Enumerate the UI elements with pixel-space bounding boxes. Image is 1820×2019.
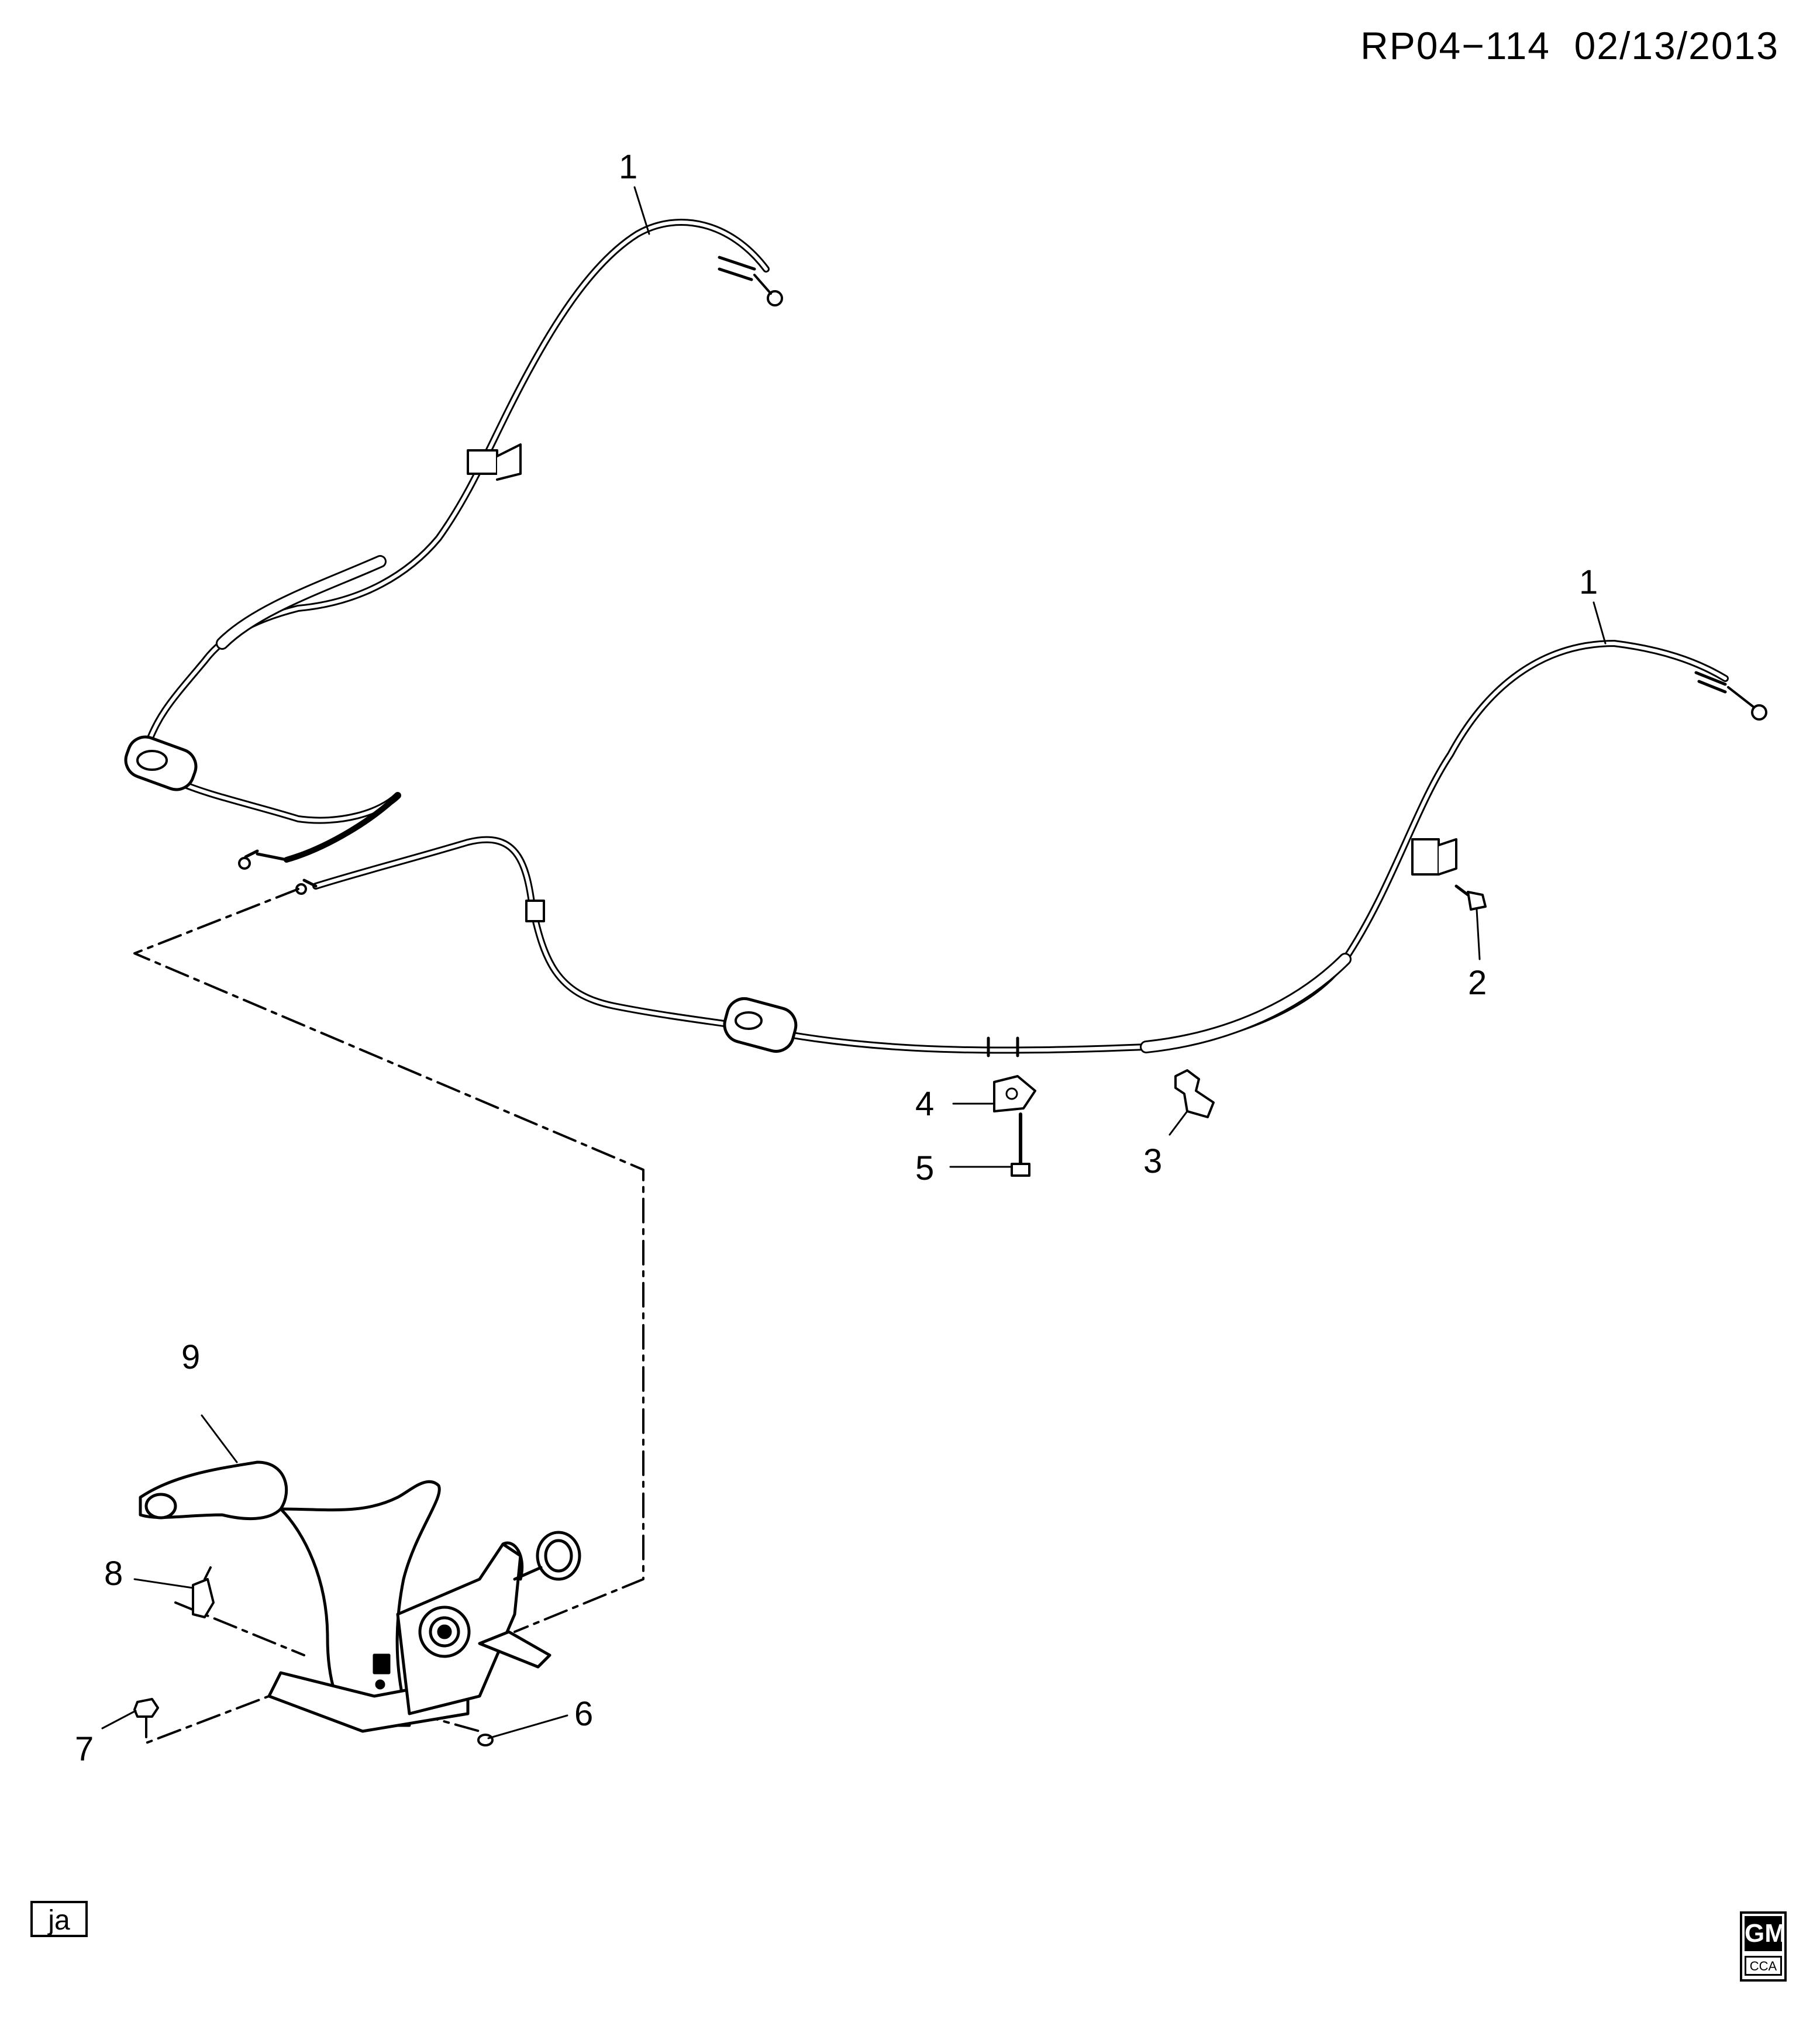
rear-cable-left [124,219,783,870]
clip-part-3 [1174,1069,1215,1118]
gm-logo-sub: CCA [1745,1956,1782,1976]
callout-2: 2 [1468,964,1487,1002]
illustrator-initials-box: ja [30,1901,88,1937]
parking-brake-lever-assembly [139,1460,581,1733]
callout-9: 9 [181,1338,200,1376]
drawing-number: RP04−114 [1360,24,1550,67]
bracket-part-4 [993,1075,1036,1112]
nut-part-7 [133,1698,159,1718]
callout-6: 6 [574,1695,593,1733]
callout-1-left-cable: 1 [619,148,637,186]
bolt-part-2 [1454,884,1487,911]
callout-7: 7 [75,1730,94,1768]
header-code: RP04−114 02/13/2013 [1360,23,1779,68]
bolt-part-5 [1011,1112,1030,1177]
gm-logo: GM CCA [1740,1911,1787,1982]
rear-cable-right [295,640,1767,1057]
leader-lines [101,186,1607,1739]
callout-1-right-cable: 1 [1579,563,1598,601]
drawing-date: 02/13/2013 [1574,24,1779,67]
clip-part-8 [192,1566,215,1618]
gm-logo-mark: GM [1745,1916,1786,1951]
callout-5: 5 [915,1149,934,1187]
callout-8: 8 [104,1555,123,1593]
callout-4: 4 [915,1085,934,1123]
screw-part-6 [477,1734,494,1746]
callout-3: 3 [1143,1142,1162,1180]
